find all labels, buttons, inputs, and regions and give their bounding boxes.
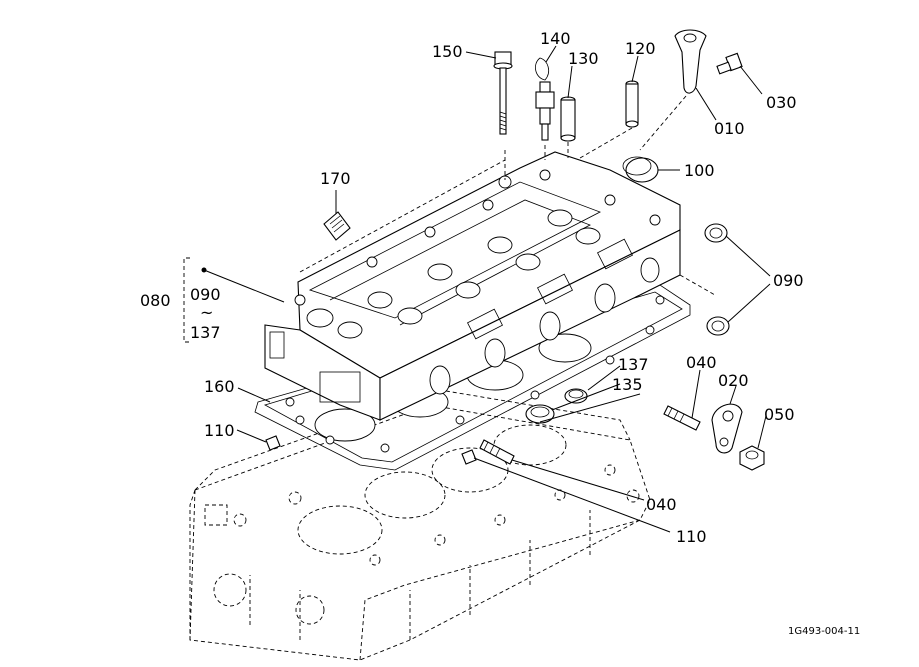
callout-110-left: 110 — [204, 421, 235, 440]
callout-040-top: 040 — [686, 353, 717, 372]
callout-130: 130 — [568, 49, 599, 68]
callout-range-end: 137 — [190, 323, 221, 342]
flange-nut — [739, 445, 765, 471]
callout-135: 135 — [612, 375, 643, 394]
cylinder-head — [264, 151, 681, 421]
glow-plug — [535, 57, 555, 141]
head-bolt — [493, 51, 513, 135]
caution-label — [323, 211, 351, 241]
callout-100: 100 — [684, 161, 715, 180]
callout-137: 137 — [618, 355, 649, 374]
group-bracket — [183, 257, 207, 343]
callout-040-low: 040 — [646, 495, 677, 514]
callout-030: 030 — [766, 93, 797, 112]
nozzle-pin — [625, 80, 639, 128]
engine-hanger — [674, 29, 707, 94]
o-ring-137 — [564, 388, 588, 404]
callout-080: 080 — [140, 291, 171, 310]
callout-160: 160 — [204, 377, 235, 396]
callout-010: 010 — [714, 119, 745, 138]
callout-range-symbol: ~ — [200, 303, 213, 322]
reference-code: 1G493-004-11 — [788, 626, 860, 637]
callout-120: 120 — [625, 39, 656, 58]
callout-050: 050 — [764, 405, 795, 424]
callout-labels: 150 140 130 120 030 010 100 090 170 080 … — [140, 29, 860, 637]
plug-right — [461, 449, 477, 465]
leader-lines — [203, 45, 771, 533]
sealing-plug — [622, 156, 659, 183]
o-ring-135 — [525, 404, 555, 424]
callout-140: 140 — [540, 29, 571, 48]
plug-left — [265, 435, 281, 451]
callout-150: 150 — [432, 42, 463, 61]
callout-110-right: 110 — [676, 527, 707, 546]
seal-top — [704, 223, 728, 243]
callout-090: 090 — [773, 271, 804, 290]
hanger-bracket — [711, 403, 743, 454]
seal-bottom — [706, 316, 730, 336]
hanger-bolt — [716, 52, 743, 75]
callout-020: 020 — [718, 371, 749, 390]
callout-range-start: 090 — [190, 285, 221, 304]
stud-upper — [663, 405, 701, 431]
callout-170: 170 — [320, 169, 351, 188]
stud-lower — [479, 439, 515, 465]
nozzle-holder — [560, 96, 576, 142]
cylinder-block — [189, 389, 651, 661]
